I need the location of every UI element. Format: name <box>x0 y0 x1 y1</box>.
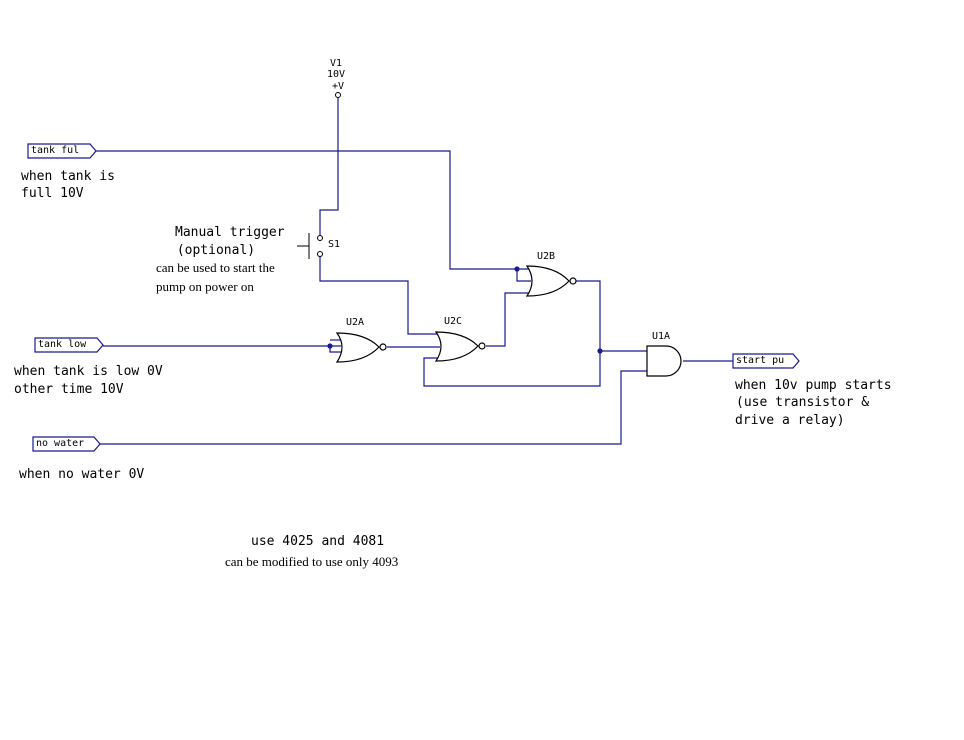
wire-switch-out <box>319 256 440 335</box>
note-modify: can be modified to use only 4093 <box>225 554 399 569</box>
supply-label: +V <box>332 81 345 92</box>
port-no-water-shape <box>32 436 101 452</box>
port-tank-full-shape <box>27 143 97 159</box>
port-no-water-label: no water <box>36 438 85 449</box>
note-manual-desc-line2: pump on power on <box>156 279 254 294</box>
note-manual-desc-line1: can be used to start the <box>156 260 275 275</box>
port-tank-low-label: tank low <box>38 339 87 350</box>
port-tank-low-shape <box>34 337 104 353</box>
supply-voltage: 10V <box>327 69 346 80</box>
wire-tank-full <box>96 150 531 270</box>
gate-u2c-nor <box>434 331 479 362</box>
note-ics: use 4025 and 4081 <box>251 534 385 549</box>
wire-u2b-in-tie <box>516 269 531 282</box>
note-tank-low-line1: when tank is low 0V <box>14 364 163 379</box>
wire-u2c-to-u2b <box>486 292 531 347</box>
junction-dot <box>597 348 603 354</box>
wire-no-water <box>100 370 647 445</box>
gate-u2c-label: U2C <box>444 316 463 327</box>
note-pump-line2: (use transistor & <box>736 395 870 410</box>
wire-u2b-out <box>423 280 601 387</box>
wire-supply <box>319 97 339 235</box>
supply-terminal <box>335 92 341 98</box>
supply-name: V1 <box>330 58 343 69</box>
note-tank-full-line2: full 10V <box>21 186 84 201</box>
gate-u2b-label: U2B <box>537 251 556 262</box>
switch-s1-symbol <box>297 233 323 259</box>
note-manual-trigger-optional: (optional) <box>169 243 256 258</box>
gate-u1a-label: U1A <box>652 331 671 342</box>
note-tank-full-line1: when tank is <box>21 169 115 184</box>
gate-u2a-label: U2A <box>346 317 365 328</box>
port-tank-full-label: tank ful <box>31 145 80 156</box>
port-start-pump-label: start pu <box>736 355 785 366</box>
gate-u2a-nor <box>335 332 380 363</box>
gate-u2b-nor <box>525 265 570 297</box>
junction-dot <box>327 343 333 349</box>
gate-u1a-and <box>646 345 682 377</box>
note-no-water: when no water 0V <box>19 467 145 482</box>
note-pump-line1: when 10v pump starts <box>735 378 892 393</box>
note-tank-low-line2: other time 10V <box>14 382 124 397</box>
note-pump-line3: drive a relay) <box>735 413 845 428</box>
switch-s1-label: S1 <box>328 239 341 250</box>
note-manual-trigger: Manual trigger <box>175 225 285 240</box>
junction-dot <box>514 266 520 272</box>
port-start-pump-shape <box>732 353 800 369</box>
